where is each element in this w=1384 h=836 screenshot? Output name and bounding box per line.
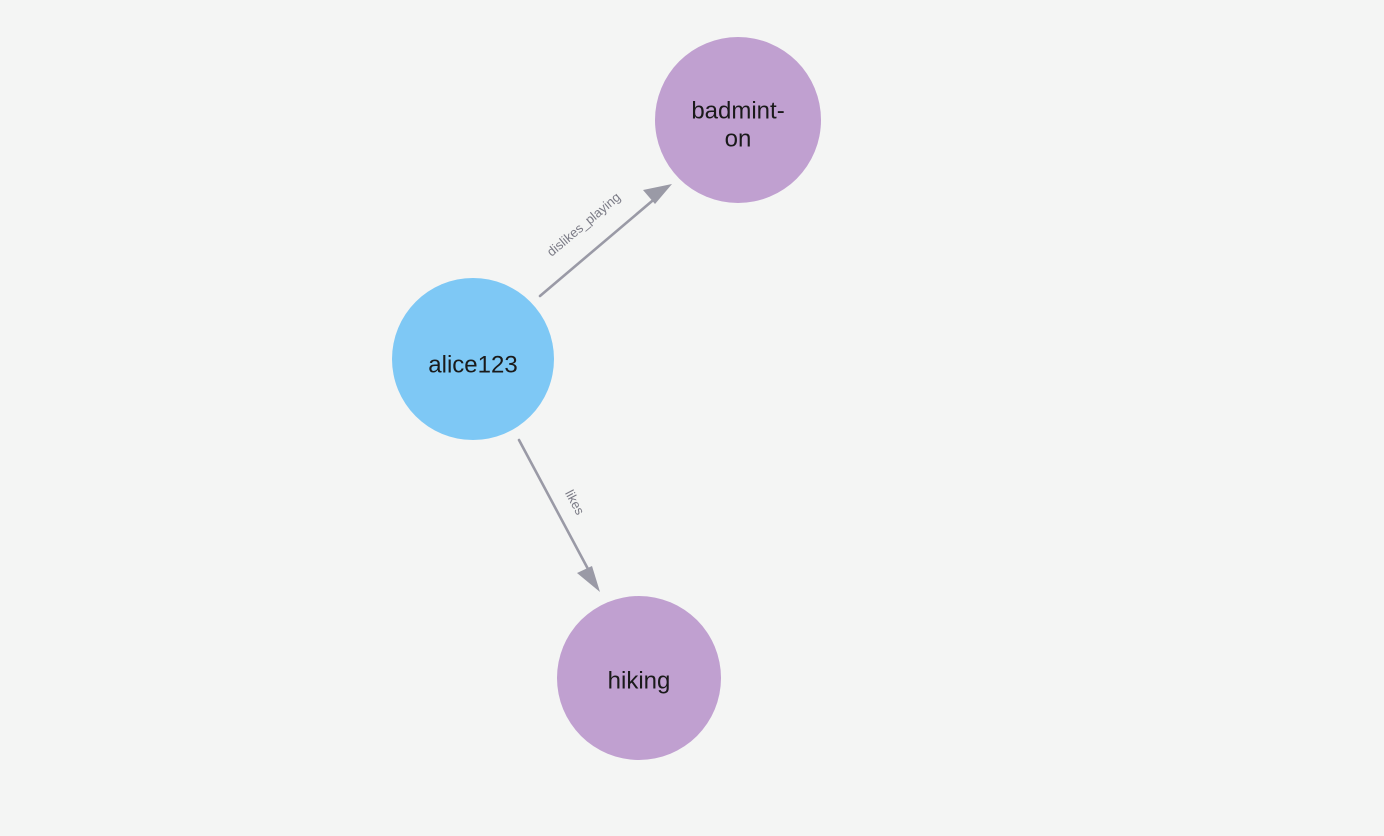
node-badminton-circle[interactable]: [655, 37, 821, 203]
node-alice123[interactable]: alice123: [392, 278, 554, 440]
node-alice123-circle[interactable]: [392, 278, 554, 440]
edge-arrowhead-dislikes-playing: [643, 184, 672, 204]
node-hiking-circle[interactable]: [557, 596, 721, 760]
node-hiking[interactable]: hiking: [557, 596, 721, 760]
edge-arrowhead-likes: [577, 566, 600, 592]
edge-line-dislikes-playing[interactable]: [538, 194, 660, 298]
edge-line-likes[interactable]: [517, 438, 590, 571]
node-badminton[interactable]: badmint- on: [655, 37, 821, 203]
